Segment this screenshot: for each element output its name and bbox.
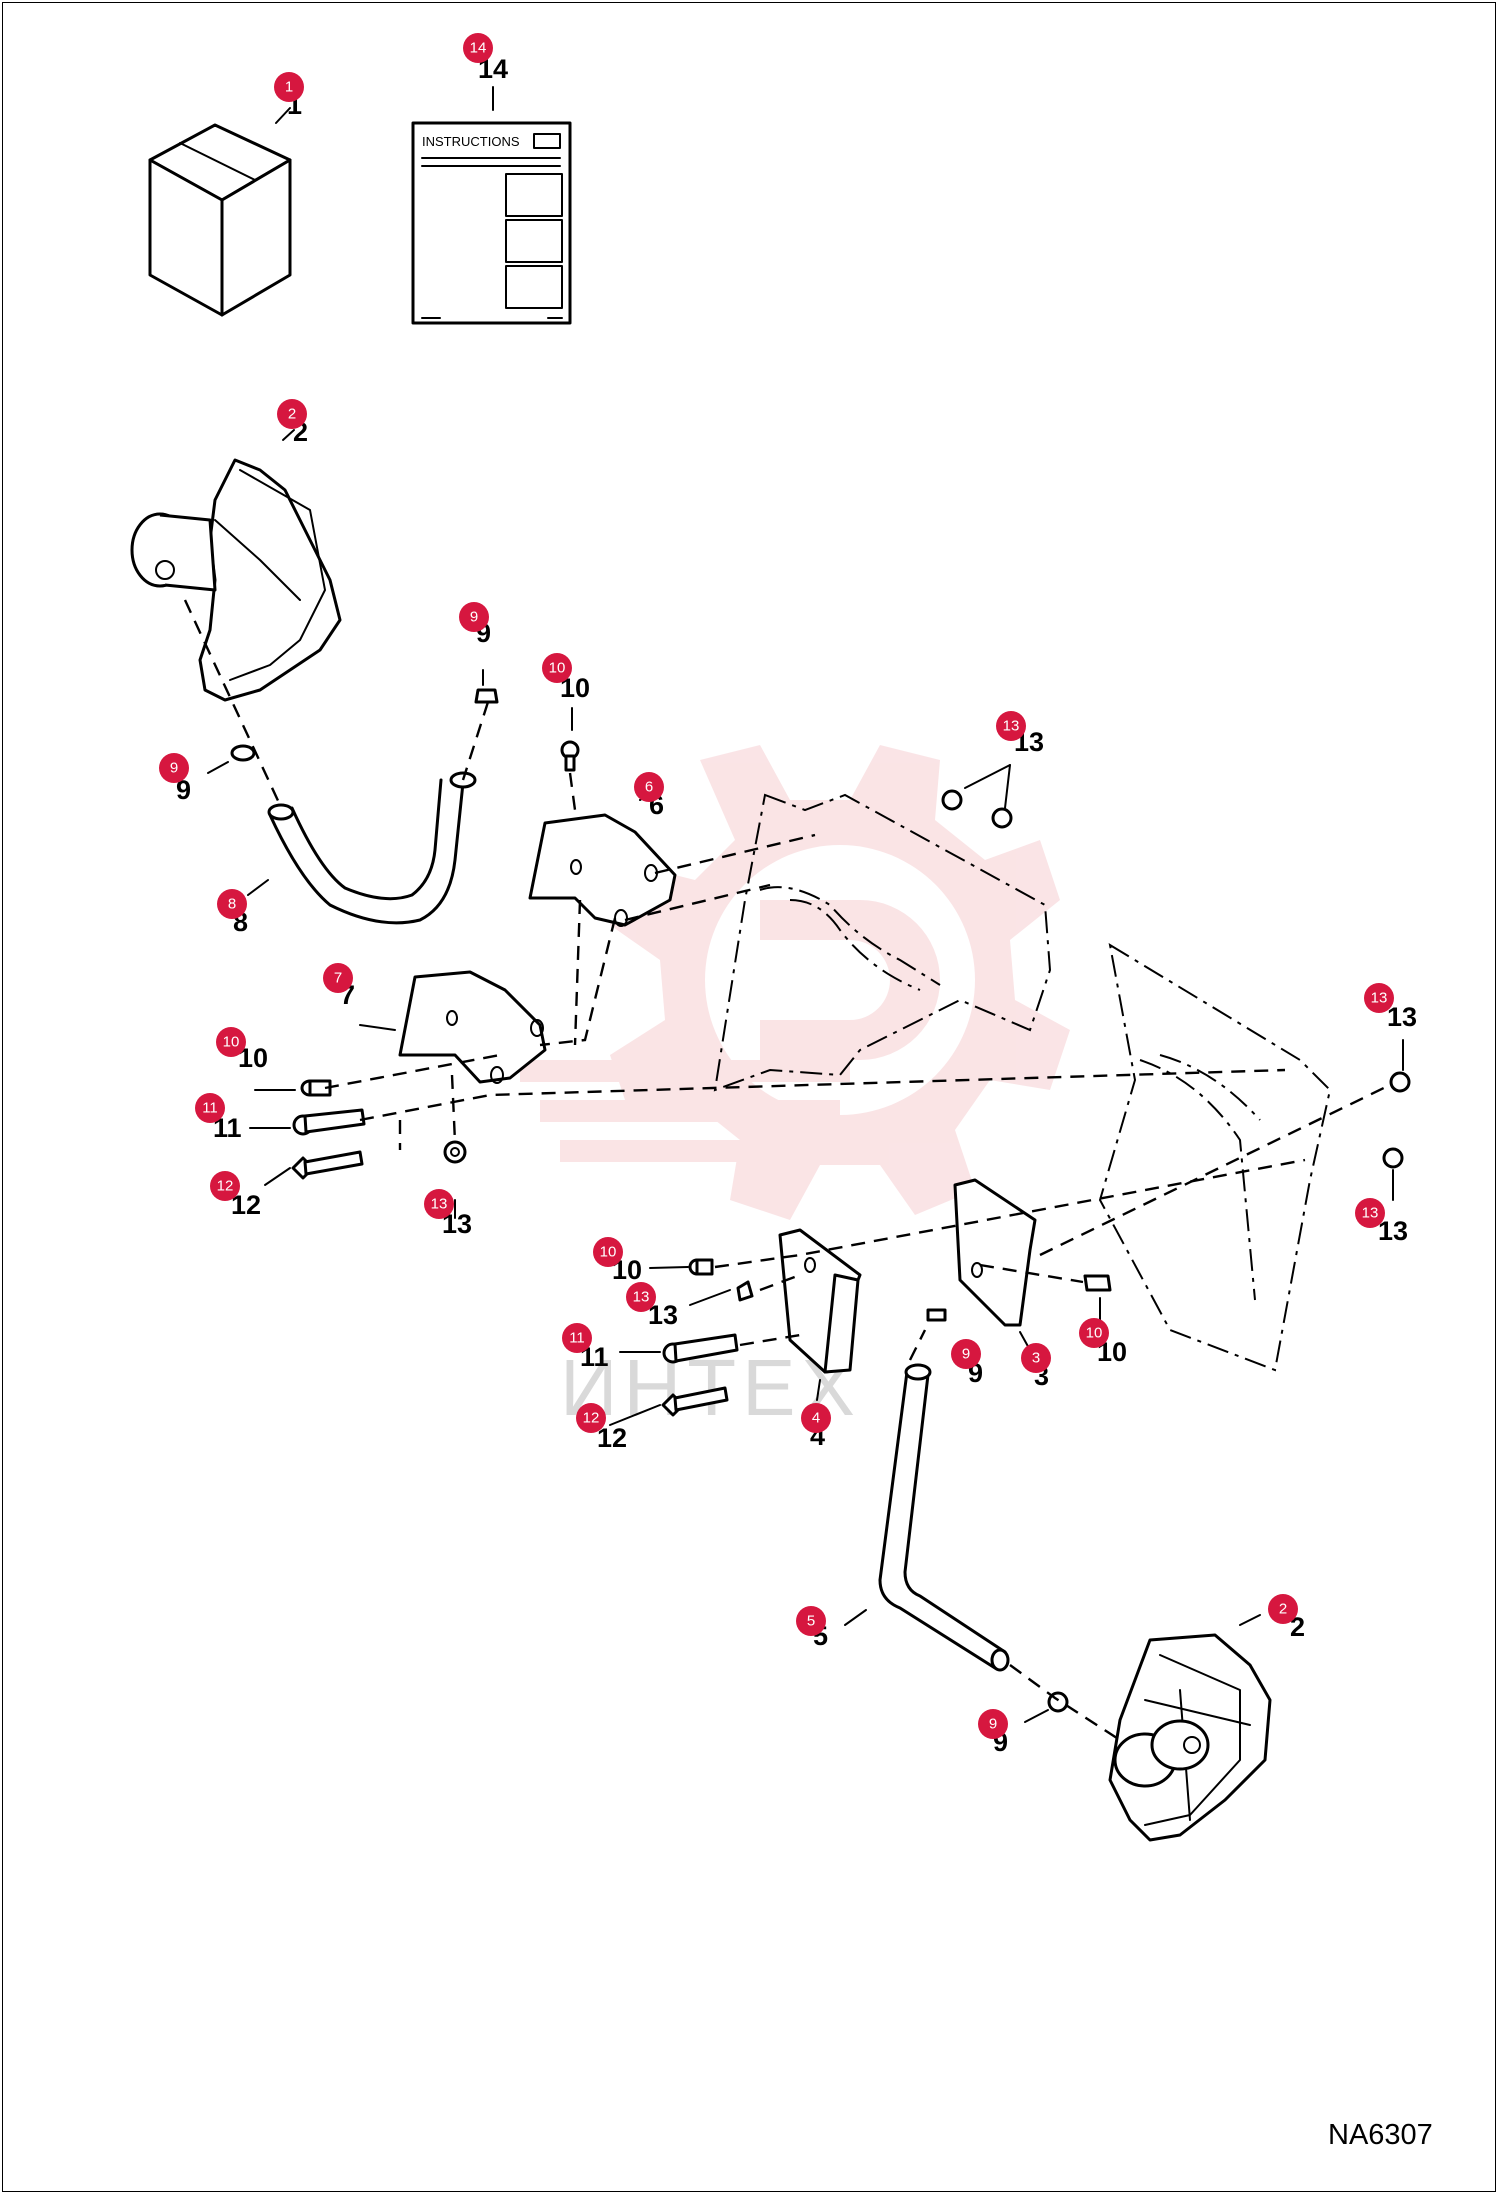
callout-13e[interactable]: 13 (626, 1282, 656, 1312)
callout-13b[interactable]: 13 (1364, 983, 1394, 1013)
callout-9d[interactable]: 9 (978, 1709, 1008, 1739)
svg-text:9: 9 (989, 1716, 997, 1733)
callout-2b[interactable]: 2 (1268, 1594, 1298, 1624)
instructions-label: INSTRUCTIONS (422, 134, 520, 149)
callout-11a[interactable]: 11 (195, 1093, 225, 1123)
svg-text:9: 9 (962, 1346, 970, 1363)
instructions-sheet: INSTRUCTIONS (411, 121, 572, 325)
callout-9b[interactable]: 9 (159, 753, 189, 783)
svg-text:10: 10 (549, 660, 566, 677)
grip-top (130, 458, 342, 702)
num-9b: 9 (176, 775, 191, 805)
fasteners (230, 688, 1411, 1713)
callout-13a[interactable]: 13 (996, 711, 1026, 741)
svg-text:8: 8 (228, 896, 236, 913)
svg-text:13: 13 (431, 1196, 448, 1213)
bracket-4 (778, 1228, 862, 1374)
callout-13d[interactable]: 13 (1355, 1198, 1385, 1228)
watermark-logo (520, 745, 1070, 1220)
svg-text:12: 12 (583, 1410, 600, 1427)
svg-text:2: 2 (1279, 1601, 1287, 1618)
svg-text:10: 10 (600, 1244, 617, 1261)
svg-text:14: 14 (470, 40, 487, 57)
svg-text:13: 13 (633, 1289, 650, 1306)
callout-11b[interactable]: 11 (562, 1323, 592, 1353)
callout-8[interactable]: 8 (217, 889, 247, 919)
svg-text:7: 7 (334, 970, 342, 987)
svg-text:10: 10 (1086, 1325, 1103, 1342)
svg-text:11: 11 (202, 1100, 218, 1117)
callout-10b[interactable]: 10 (216, 1027, 246, 1057)
assembly-lines (183, 599, 1391, 1742)
diagram-code: NA6307 (1328, 2119, 1433, 2151)
machine-panels (713, 793, 1332, 1372)
callout-12b[interactable]: 12 (576, 1403, 606, 1433)
svg-text:3: 3 (1032, 1350, 1040, 1367)
num-13b: 13 (1387, 1002, 1417, 1032)
box-part (148, 123, 292, 317)
callout-4[interactable]: 4 (801, 1403, 831, 1433)
bracket-7 (398, 970, 547, 1084)
callout-14[interactable]: 14 (463, 33, 493, 63)
bracket-3 (953, 1178, 1037, 1327)
svg-text:13: 13 (1362, 1205, 1379, 1222)
svg-text:4: 4 (812, 1410, 820, 1427)
svg-text:12: 12 (217, 1178, 234, 1195)
callout-5[interactable]: 5 (796, 1606, 826, 1636)
svg-text:6: 6 (645, 779, 653, 796)
callout-6[interactable]: 6 (634, 772, 664, 802)
callout-10a[interactable]: 10 (542, 653, 572, 683)
svg-text:10: 10 (223, 1034, 240, 1051)
tube-right (878, 1363, 1010, 1672)
callout-12a[interactable]: 12 (210, 1171, 240, 1201)
num-2b: 2 (1290, 1612, 1305, 1642)
svg-text:1: 1 (285, 79, 293, 96)
callout-2a[interactable]: 2 (277, 399, 307, 429)
tube-left (267, 771, 477, 925)
callout-1[interactable]: 1 (274, 72, 304, 102)
svg-text:2: 2 (288, 406, 296, 423)
svg-text:13: 13 (1371, 990, 1388, 1007)
svg-text:9: 9 (470, 609, 478, 626)
num-13d: 13 (1378, 1216, 1408, 1246)
callout-13c[interactable]: 13 (424, 1189, 454, 1219)
callout-3[interactable]: 3 (1021, 1343, 1051, 1373)
svg-text:11: 11 (569, 1330, 585, 1347)
callout-9c[interactable]: 9 (951, 1339, 981, 1369)
svg-text:13: 13 (1003, 718, 1020, 735)
svg-text:5: 5 (807, 1613, 815, 1630)
callout-10d[interactable]: 10 (1079, 1318, 1109, 1348)
svg-text:9: 9 (170, 760, 178, 777)
part-numbers: 1 14 2 9 10 13 9 6 8 7 13 10 11 12 13 13… (176, 54, 1417, 1757)
callout-10c[interactable]: 10 (593, 1237, 623, 1267)
grip-bottom (1108, 1633, 1272, 1842)
callout-9a[interactable]: 9 (459, 602, 489, 632)
callout-7[interactable]: 7 (323, 963, 353, 993)
bracket-6 (528, 813, 677, 927)
